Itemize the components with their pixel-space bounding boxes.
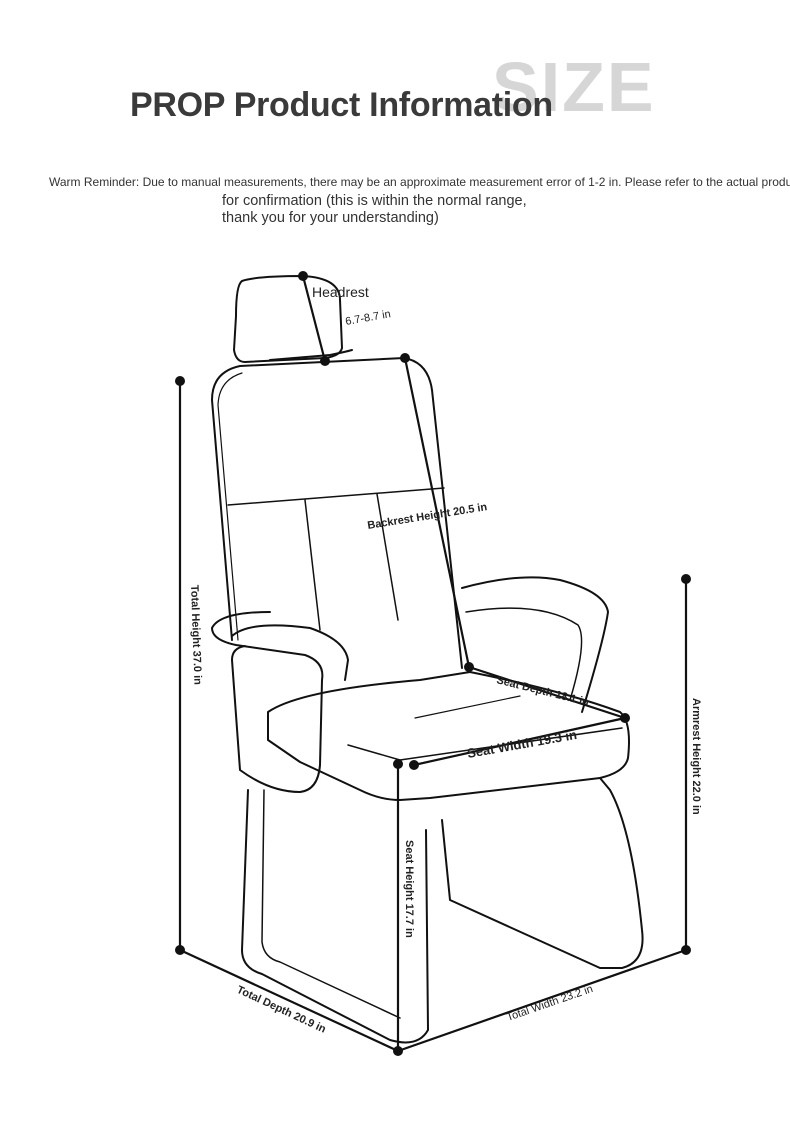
front-left-leg — [241, 789, 429, 1044]
headrest-dimension-line — [301, 275, 327, 362]
dimension-endpoints — [175, 271, 691, 1056]
endpoint-backrest-top — [400, 353, 410, 363]
endpoint-total-height-top — [175, 376, 185, 386]
total-width-label: Total Width 23.2 in — [505, 983, 594, 1024]
endpoint-headrest-bottom — [320, 356, 330, 366]
chair-outline — [211, 275, 644, 1044]
rear-left-leg — [261, 789, 401, 1019]
backrest-height-label: Backrest Height 20.5 in — [367, 501, 489, 532]
right-armrest-inner — [465, 607, 583, 701]
endpoint-seat-height-top — [393, 759, 403, 769]
backrest-dimension-line — [403, 357, 471, 668]
backrest-panel-line-2 — [376, 493, 399, 621]
endpoint-seat-front — [409, 760, 419, 770]
total-width-dimension-line — [397, 948, 687, 1053]
total-height-label: Total Height 37.0 in — [188, 585, 203, 686]
total-depth-label: Total Depth 20.9 in — [235, 984, 328, 1036]
seat-width-dimension-line — [413, 716, 626, 767]
seat-height-label: Seat Height 17.7 in — [403, 840, 415, 938]
endpoint-total-height-bottom — [175, 945, 185, 955]
size-watermark: SIZE — [492, 48, 656, 126]
endpoint-base-front — [393, 1046, 403, 1056]
seat-seam — [414, 695, 521, 719]
endpoint-backrest-bottom — [464, 662, 474, 672]
warm-reminder-text: Warm Reminder: Due to manual measurement… — [49, 175, 790, 189]
right-armrest — [461, 576, 609, 713]
headrest-value: 6.7-8.7 in — [344, 308, 391, 328]
dimension-lines — [178, 275, 688, 1053]
backrest-panel-line-1 — [304, 499, 321, 631]
backrest-inner-edge — [217, 372, 243, 641]
headrest-support — [269, 349, 353, 361]
seat-depth-dimension-line — [468, 665, 626, 720]
confirmation-text-line-1: for confirmation (this is within the nor… — [222, 193, 527, 209]
total-depth-dimension-line — [179, 949, 399, 1052]
left-armrest-top — [231, 624, 349, 681]
rear-right-leg — [441, 777, 644, 969]
page-title: PROP Product Information — [130, 86, 553, 124]
armrest-height-label: Armrest Height 22.0 in — [690, 698, 702, 815]
confirmation-text-line-2: thank you for your understanding) — [222, 210, 439, 226]
headrest-label: Headrest — [312, 284, 369, 300]
seat-width-label: Seat Width 19.3 in — [466, 727, 578, 761]
endpoint-armrest-bottom — [681, 945, 691, 955]
left-armrest — [211, 611, 324, 793]
endpoint-seat-corner — [620, 713, 630, 723]
endpoint-armrest-top — [681, 574, 691, 584]
endpoint-headrest-top — [298, 271, 308, 281]
backrest-seam — [227, 487, 445, 506]
